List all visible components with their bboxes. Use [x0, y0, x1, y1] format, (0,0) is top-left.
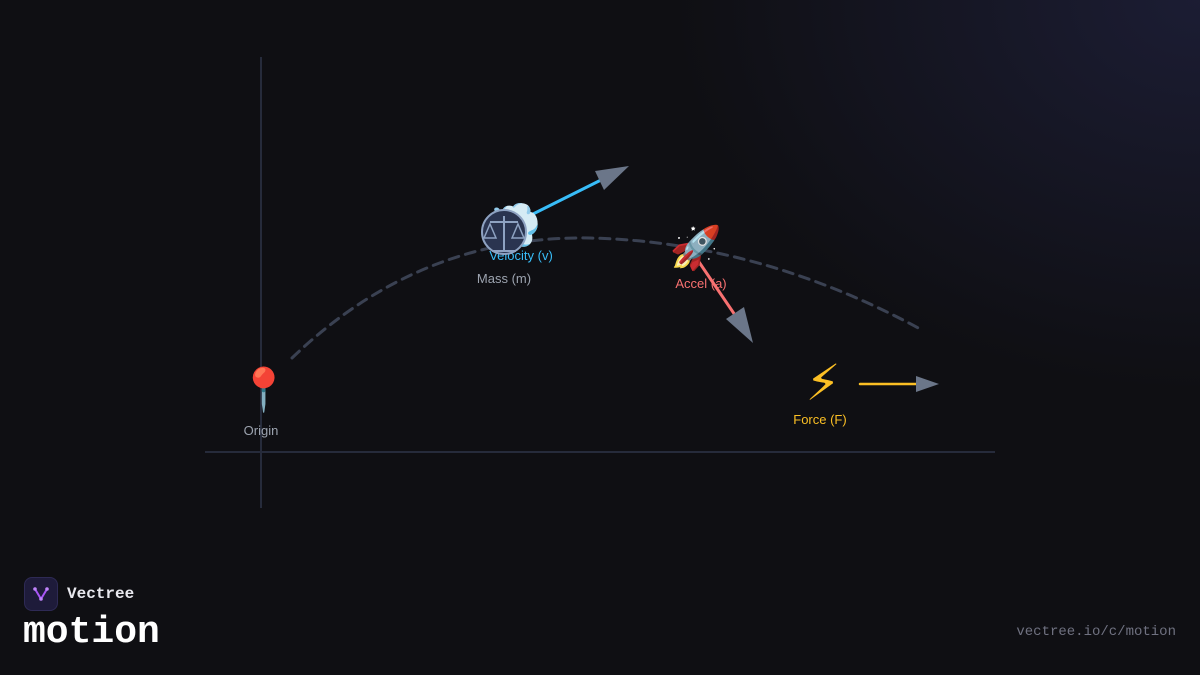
mass-label: Mass (m): [477, 271, 531, 286]
brand: Vectree: [24, 577, 134, 611]
lightning-icon: ⚡: [805, 354, 840, 412]
force-vector: [858, 376, 939, 392]
node-origin: 📍 Origin: [238, 365, 290, 438]
node-mass: Mass (m): [477, 209, 531, 286]
force-label: Force (F): [793, 412, 846, 427]
origin-label: Origin: [244, 423, 279, 438]
vectree-logo-icon: [24, 577, 58, 611]
site-url[interactable]: vectree.io/c/motion: [1016, 624, 1176, 640]
trajectory-curve: [290, 236, 924, 360]
accel-label: Accel (a): [675, 276, 726, 291]
balance-scale-icon: [481, 209, 527, 255]
page-title: motion: [23, 611, 160, 654]
rocket-icon: 🚀: [670, 223, 722, 272]
node-force: ⚡ Force (F): [793, 354, 846, 427]
node-accel: 🚀 Accel (a): [670, 223, 727, 291]
velocity-vector: [531, 166, 629, 216]
acceleration-vector: [697, 260, 753, 343]
map-pin-icon: 📍: [238, 365, 290, 414]
brand-name: Vectree: [67, 585, 135, 603]
